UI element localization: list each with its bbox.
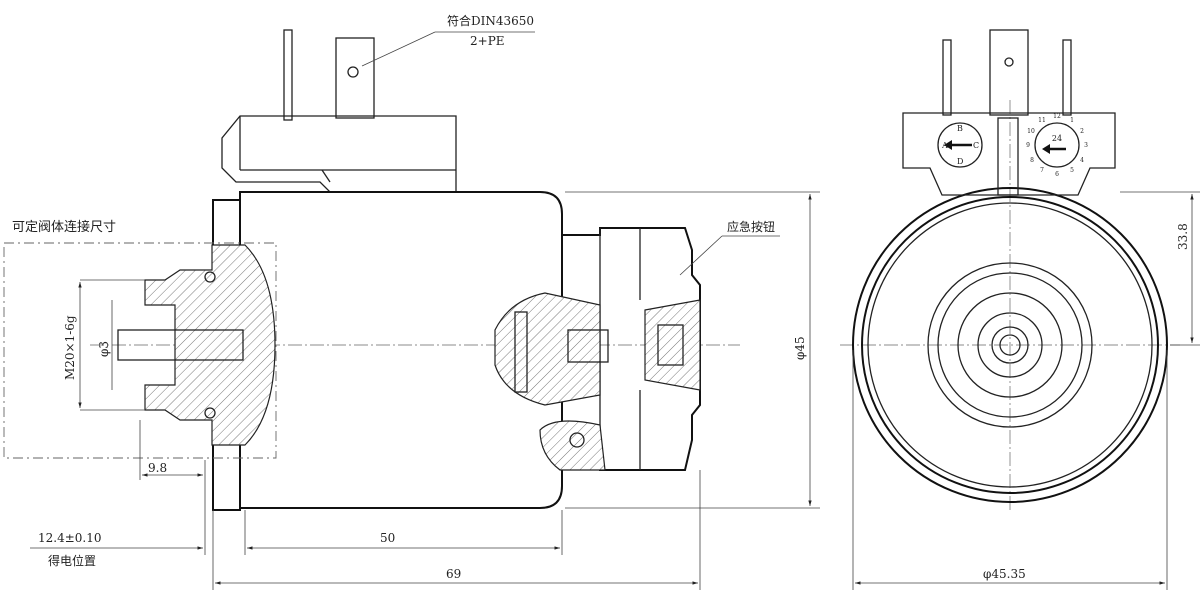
dial-tick: 3 [1084, 142, 1088, 149]
emergency-knob [494, 227, 780, 471]
emergency-button-label: 应急按钮 [727, 219, 775, 234]
side-dimensions [30, 191, 820, 590]
dial-letter: A [941, 141, 948, 150]
connector [221, 29, 535, 193]
dial-tick: 6 [1055, 171, 1059, 178]
coil-length-dimension: 50 [380, 531, 395, 545]
dial-letter: B [957, 124, 963, 133]
height-dimension: 33.8 [1176, 223, 1190, 250]
coil-diameter-dimension: φ45 [793, 336, 807, 360]
thread-dimension: M20×1-6g [63, 315, 77, 380]
energized-position-label: 得电位置 [48, 553, 96, 568]
dial-tick: 10 [1027, 128, 1035, 135]
dial-tick: 5 [1070, 167, 1074, 174]
dial-tick: 9 [1026, 142, 1030, 149]
dial-tick: 11 [1038, 117, 1046, 124]
thread-length-dimension: 9.8 [148, 461, 167, 475]
side-view [3, 29, 780, 511]
end-diameter-dimension: φ45.35 [983, 567, 1026, 581]
connector-plate [902, 112, 1116, 196]
dial-tick: 12 [1053, 113, 1061, 120]
connector-standard-label: 符合DIN43650 [447, 13, 534, 28]
total-length-dimension: 69 [446, 567, 461, 581]
coil-body [239, 191, 563, 509]
end-view: B A C D 24 12 1 2 3 4 5 6 7 8 9 10 11 [840, 29, 1200, 590]
shaft-diameter-dimension: φ3 [97, 341, 111, 357]
stroke-position-dimension: 12.4±0.10 [38, 531, 102, 545]
valve-connection-label: 可定阀体连接尺寸 [12, 219, 116, 235]
dial-tick: 2 [1080, 128, 1084, 135]
section-thread [144, 244, 276, 446]
dial-tick: 8 [1030, 157, 1034, 164]
dial-letter: C [973, 141, 979, 150]
dial-tick: 4 [1080, 157, 1084, 164]
dial-value: 24 [1052, 134, 1062, 143]
dial-letter: D [957, 157, 963, 166]
connector-pins-label: 2+PE [470, 34, 505, 48]
dial-left: B A C D [937, 122, 983, 168]
plunger-shaft [117, 329, 244, 361]
dial-right: 24 12 1 2 3 4 5 6 7 8 9 10 11 [1026, 113, 1088, 178]
dial-tick: 1 [1070, 117, 1074, 124]
dial-tick: 7 [1040, 167, 1044, 174]
